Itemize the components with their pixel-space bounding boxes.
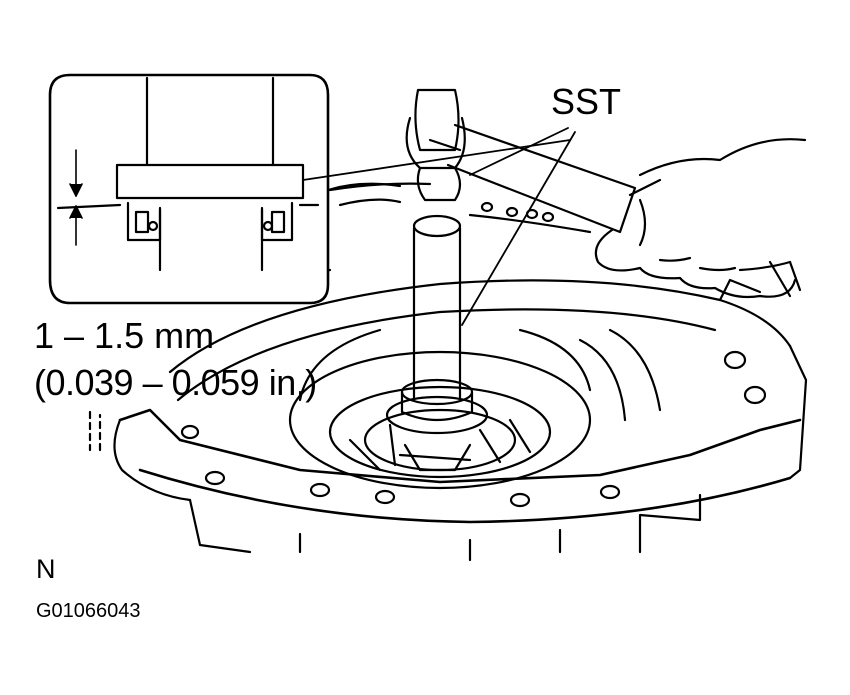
- view-letter-label: N: [36, 554, 56, 584]
- sst-callout-label: SST: [551, 81, 622, 122]
- clearance-mm-label: 1 – 1.5 mm: [34, 315, 215, 356]
- sst-leader-lines: [461, 127, 576, 326]
- flange-bolt-hole: [723, 350, 747, 370]
- flange-bolt-hole: [180, 424, 200, 440]
- figure-code-label: G01066043: [36, 600, 141, 622]
- flange-bolt-hole: [743, 385, 767, 405]
- clearance-inch-label: (0.039 – 0.059 in.): [34, 362, 317, 403]
- seal-cross-section-left: [126, 201, 162, 272]
- seal-cross-section-right: [260, 201, 294, 272]
- flange-bolt-hole: [204, 470, 226, 486]
- flange-bolt-hole: [309, 482, 331, 498]
- flange-bolt-hole: [599, 484, 621, 500]
- hammer: [405, 88, 662, 234]
- seal-installer-tool: [385, 214, 489, 472]
- detail-inset: [48, 73, 571, 305]
- flange-bolt-hole: [374, 489, 396, 505]
- seal-bore: [288, 328, 662, 490]
- flange-bolt-hole: [509, 492, 531, 508]
- clearance-dimension-arrows: [69, 149, 83, 246]
- hand: [594, 138, 807, 299]
